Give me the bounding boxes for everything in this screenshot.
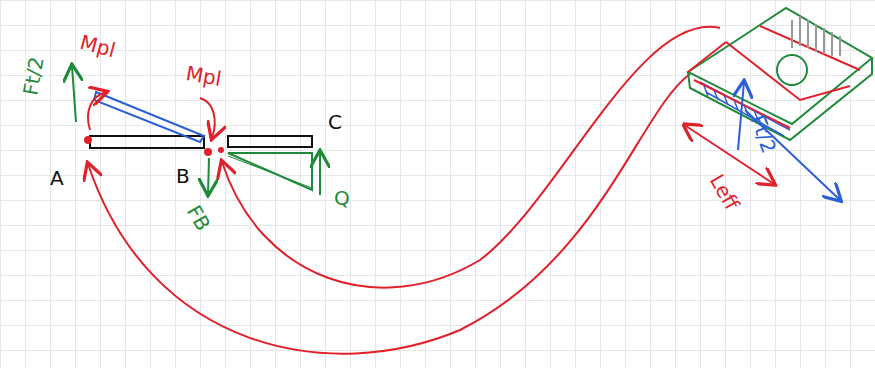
force-label: Ft/2 (20, 55, 46, 97)
point-label: B (176, 166, 190, 186)
point-label: A (50, 168, 64, 188)
point-label: C (328, 112, 342, 132)
force-label: Ft/2 (747, 112, 779, 155)
force-label: FB (184, 202, 214, 234)
force-label: Q (334, 188, 350, 208)
dimension-label: Leff (707, 171, 743, 213)
moment-label: Mpl (78, 32, 117, 61)
moment-label: Mpl (185, 63, 223, 89)
